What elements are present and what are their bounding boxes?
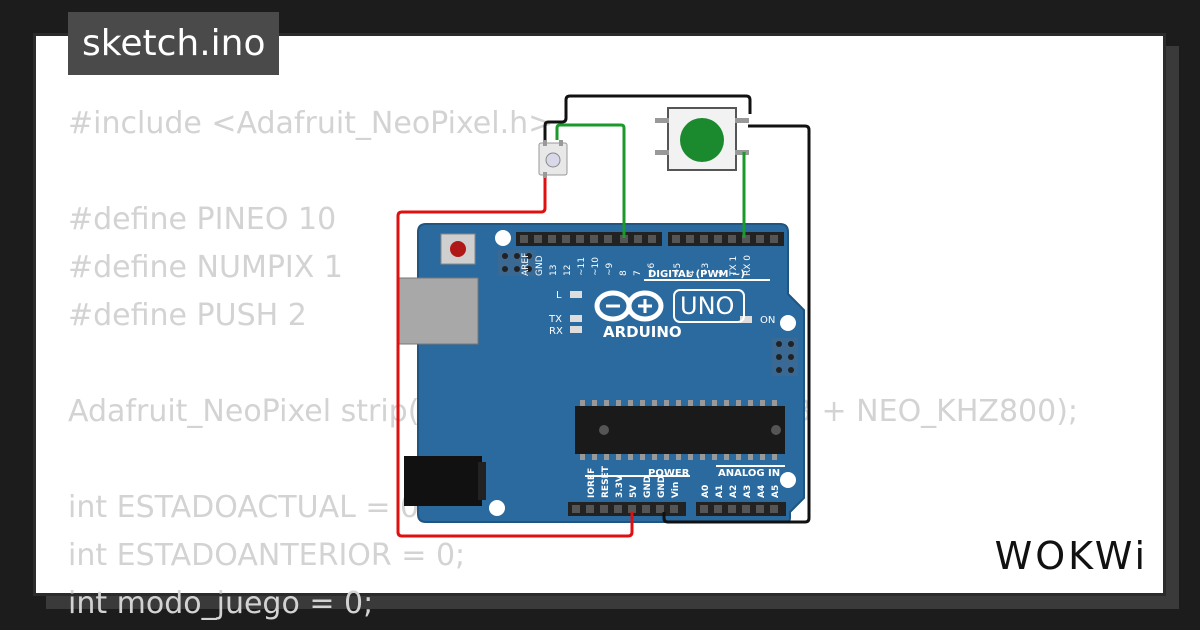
analog-pin-label: A3 (743, 485, 753, 498)
digital-pin-label: ~10 (591, 257, 601, 276)
digital-pin-label: 4 (687, 270, 697, 276)
digital-pin-label: TX 1 (729, 256, 739, 277)
power-pin-label: 5V (629, 485, 639, 498)
analog-pin-label: A4 (757, 485, 767, 498)
power-label: POWER (648, 468, 690, 479)
digital-pin-label: ~5 (673, 263, 683, 276)
ground-wire-side (662, 124, 811, 524)
digital-pin-label: 13 (549, 265, 559, 276)
led-on-label: ON (760, 315, 775, 326)
power-wire (396, 178, 634, 538)
digital-label: DIGITAL (PWM ~) (648, 269, 745, 280)
signal-wire-led (555, 123, 626, 238)
analog-pin-label: A5 (771, 485, 781, 498)
code-line: #define NUMPIX 1 (68, 250, 343, 285)
power-pin-label: RESET (601, 465, 611, 498)
wokwi-logo: WOKWi (994, 534, 1148, 578)
pushbutton[interactable] (655, 107, 749, 171)
led-l-label: L (556, 290, 562, 301)
digital-pin-label: RX 0 (743, 255, 753, 276)
power-pin-label: Vin (671, 482, 681, 498)
model-label: UNO (680, 292, 734, 320)
digital-pin-label: ~11 (577, 257, 587, 276)
power-pin-label: IOREF (587, 468, 597, 498)
digital-pin-label: AREF (521, 253, 531, 276)
code-line: int modo_juego = 0; (68, 586, 374, 621)
power-pin-label: GND (643, 476, 653, 498)
digital-pin-label: ~6 (647, 262, 657, 276)
analog-pin-label: A0 (701, 485, 711, 498)
code-line: int ESTADOACTUAL = 0; (68, 490, 430, 525)
wires (396, 94, 811, 538)
analog-label: ANALOG IN (718, 468, 780, 479)
digital-pin-label: ~3 (701, 263, 711, 276)
digital-pin-label: 7 (633, 270, 643, 276)
digital-pin-label: 8 (619, 270, 629, 276)
digital-pin-label: 2 (715, 270, 725, 276)
neopixel-led[interactable] (538, 140, 568, 178)
ground-wire-top (543, 94, 752, 140)
arduino-uno-board[interactable]: ARDUINO UNO DIGITAL (PWM ~) POWER ANALOG… (397, 223, 805, 523)
code-line: #include <Adafruit_NeoPixel.h> (68, 106, 554, 141)
file-tab[interactable]: sketch.ino (68, 12, 280, 75)
code-line: #define PINEO 10 (68, 202, 337, 237)
code-line: int ESTADOANTERIOR = 0; (68, 538, 466, 573)
power-pin-label: 3.3V (615, 475, 625, 498)
digital-pin-label: 12 (563, 265, 573, 276)
led-tx-label: TX (548, 314, 562, 325)
digital-pin-label: GND (535, 255, 545, 276)
brand-label: ARDUINO (603, 323, 682, 341)
digital-pin-label: ~9 (605, 262, 615, 276)
analog-pin-label: A1 (715, 485, 725, 498)
code-line: #define PUSH 2 (68, 298, 307, 333)
power-pin-label: GND (657, 476, 667, 498)
led-rx-label: RX (549, 326, 563, 337)
analog-pin-label: A2 (729, 485, 739, 498)
